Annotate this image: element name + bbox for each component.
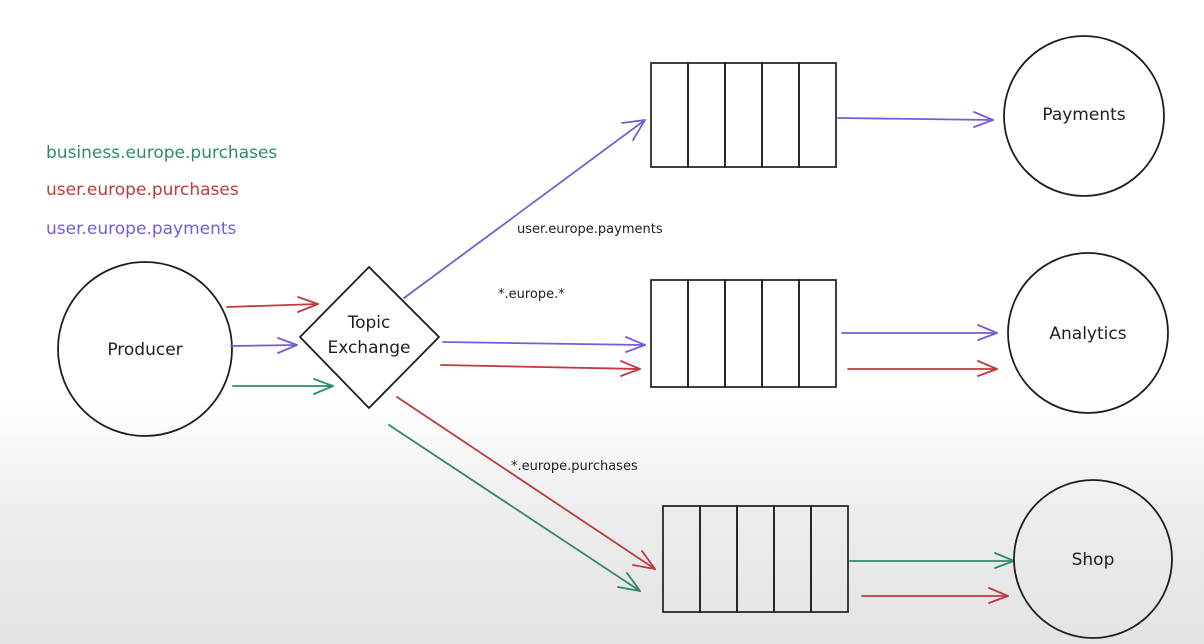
payments-consumer: Payments xyxy=(1003,35,1165,197)
exchange-label-line2: Exchange xyxy=(327,338,410,358)
arrow-shop-queue-to-shop-purchases xyxy=(861,587,1009,604)
producer-label: Producer xyxy=(107,340,182,360)
arrow-business-to-exchange xyxy=(232,378,334,395)
binding-key-payments: user.europe.payments xyxy=(517,222,663,237)
exchange-diamond xyxy=(299,266,440,409)
arrow-payments-queue-to-payments xyxy=(837,111,994,128)
shop-queue xyxy=(662,505,849,613)
producer-node: Producer xyxy=(57,261,233,437)
arrow-exchange-to-analytics-queue-purchases xyxy=(440,360,641,377)
producer-to-exchange-arrows xyxy=(226,296,334,395)
payments-label: Payments xyxy=(1042,105,1125,125)
producer-circle xyxy=(57,261,233,437)
analytics-circle xyxy=(1007,252,1169,414)
arrow-user-payments-to-exchange xyxy=(230,337,298,354)
shop-label: Shop xyxy=(1072,550,1115,570)
topic-exchange-node: Topic Exchange xyxy=(299,266,440,409)
binding-keys: user.europe.payments *.europe.* *.europe… xyxy=(498,222,663,474)
payments-circle xyxy=(1003,35,1165,197)
legend-user-europe-payments: user.europe.payments xyxy=(46,219,237,239)
legend-user-europe-purchases: user.europe.purchases xyxy=(46,180,239,200)
payments-queue xyxy=(650,62,837,168)
analytics-queue xyxy=(650,279,837,388)
shop-circle xyxy=(1013,479,1173,639)
exchange-to-queue-arrows xyxy=(388,119,656,592)
analytics-label: Analytics xyxy=(1049,324,1126,344)
queue-to-consumer-arrows xyxy=(837,111,1015,604)
analytics-consumer: Analytics xyxy=(1007,252,1169,414)
shop-consumer: Shop xyxy=(1013,479,1173,639)
arrow-exchange-to-shop-queue-business xyxy=(388,424,641,592)
binding-key-shop: *.europe.purchases xyxy=(511,459,638,474)
arrow-exchange-to-shop-queue-purchases xyxy=(396,396,656,570)
arrow-user-purchases-to-exchange xyxy=(226,296,319,313)
arrow-exchange-to-analytics-queue-payments xyxy=(442,336,646,353)
arrow-exchange-to-payments-queue xyxy=(403,119,646,299)
arrow-analytics-queue-to-analytics-purchases xyxy=(847,360,998,377)
routing-key-legend: business.europe.purchases user.europe.pu… xyxy=(46,143,277,239)
exchange-label-line1: Topic xyxy=(347,313,391,333)
arrow-shop-queue-to-shop-business xyxy=(849,552,1015,569)
binding-key-analytics: *.europe.* xyxy=(498,287,565,302)
arrow-analytics-queue-to-analytics-payments xyxy=(841,324,998,341)
legend-business-europe-purchases: business.europe.purchases xyxy=(46,143,277,163)
